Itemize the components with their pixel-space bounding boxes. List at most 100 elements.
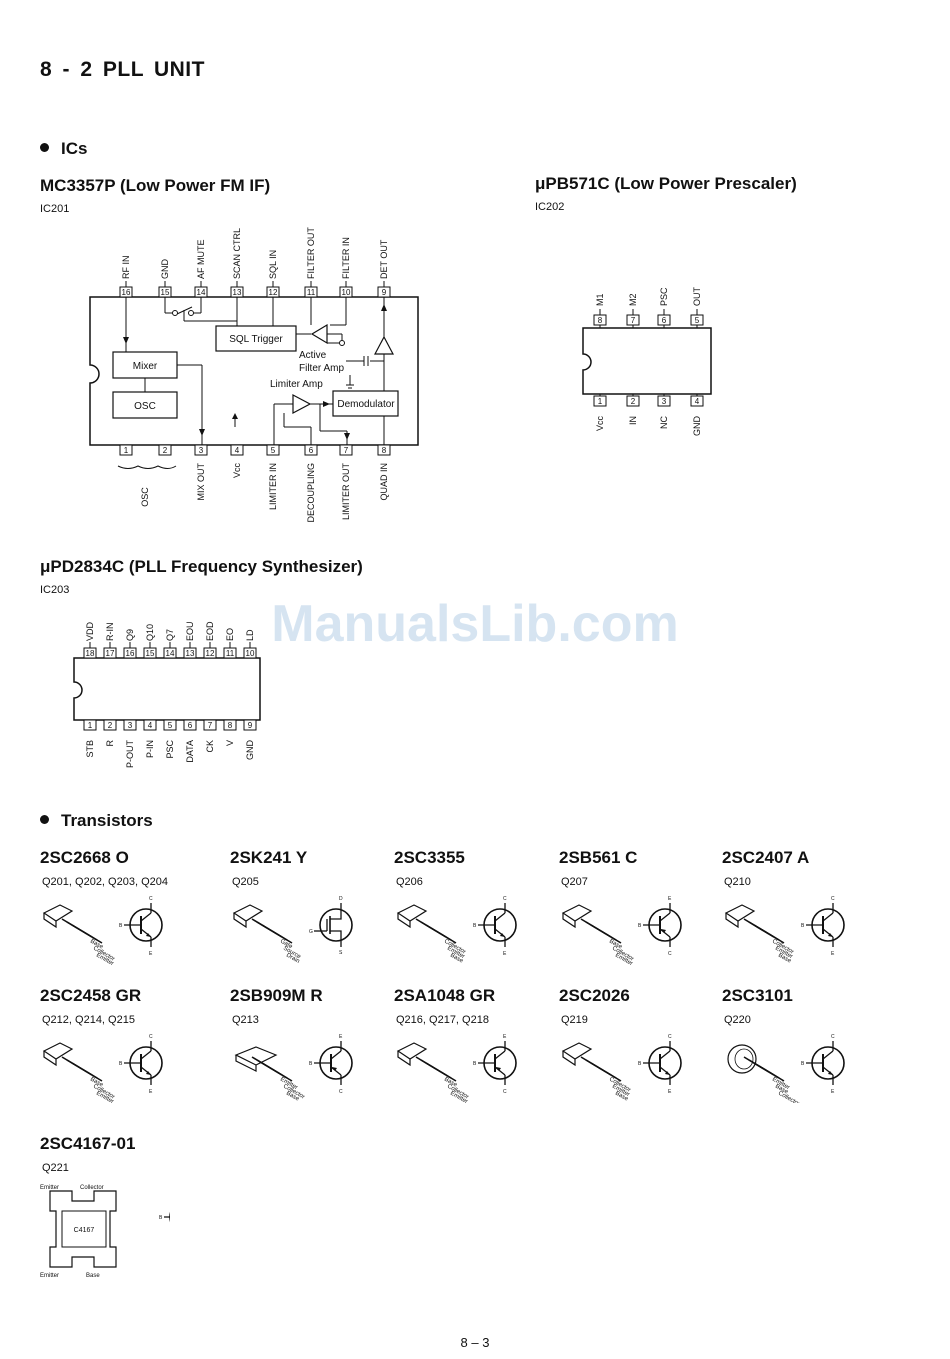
pin-label: IN	[628, 416, 638, 425]
pin-number: 7	[344, 446, 349, 455]
osc-pin-label: OSC	[140, 487, 150, 507]
pin-number: 6	[662, 316, 667, 325]
pin-label: M2	[628, 293, 638, 306]
can-package-icon	[727, 1044, 785, 1082]
osc-block-label: OSC	[134, 401, 156, 412]
pin-number: 6	[309, 446, 314, 455]
pin-label: M1	[595, 293, 605, 306]
pin-box	[203, 719, 217, 731]
terminal-letter: E	[149, 951, 153, 957]
terminal-letter: B	[119, 923, 123, 929]
pin-number: 5	[168, 721, 173, 730]
pin-number: 4	[148, 721, 153, 730]
pin-number: 2	[163, 446, 168, 455]
pin-box	[690, 314, 704, 326]
pin-label: DET OUT	[379, 239, 389, 279]
terminal-letter: B	[801, 923, 805, 929]
pin-number: 11	[307, 288, 316, 297]
pin-label: FILTER IN	[341, 237, 351, 279]
pin-box	[243, 647, 257, 659]
terminal-letter: E	[668, 896, 672, 902]
transistor-ref: Q221	[42, 1162, 69, 1174]
npn-symbol-icon	[806, 1041, 845, 1085]
transistor-ref: Q206	[396, 876, 423, 888]
pin-label: EOD	[205, 621, 215, 641]
pin-number: 3	[199, 446, 204, 455]
pin-number: 13	[233, 288, 242, 297]
terminal-letter: C	[503, 896, 507, 902]
terminal-letter: B	[473, 923, 477, 929]
pin-number: 14	[166, 649, 175, 658]
pin-label: LD	[245, 629, 255, 641]
npn-symbol-icon	[124, 903, 163, 947]
terminal-letter: E	[831, 1089, 835, 1095]
ics-heading: ICs	[40, 139, 87, 159]
active-filter-label-1: Active	[299, 350, 327, 361]
pin-number: 8	[382, 446, 387, 455]
pin-label: Q9	[125, 629, 135, 641]
ic203-title: μPD2834C (PLL Frequency Synthesizer)	[40, 557, 363, 576]
to92-package-icon	[561, 904, 622, 944]
pin-number: 9	[248, 721, 253, 730]
ic202-ref: IC202	[535, 201, 565, 213]
terminal-letter: E	[668, 1089, 672, 1095]
bullet-icon	[40, 143, 49, 153]
pin-label: R	[105, 740, 115, 747]
pin-label: SQL IN	[268, 250, 278, 279]
transistor-name: 2SC3355	[394, 848, 465, 867]
pin-number: 3	[128, 721, 133, 730]
transistor-ref: Q213	[232, 1014, 259, 1026]
transistor-ref: Q205	[232, 876, 259, 888]
pin-box	[690, 395, 704, 407]
transistors-heading-text: Transistors	[61, 811, 153, 830]
pin-box	[103, 719, 117, 731]
pin-number: 3	[662, 397, 667, 406]
pin-box	[103, 647, 117, 659]
terminal-letter: C	[831, 1034, 835, 1040]
pin-label: AF MUTE	[196, 240, 206, 280]
terminal-letter: E	[831, 951, 835, 957]
pin-box	[163, 719, 177, 731]
pin-number: 4	[695, 397, 700, 406]
transistor-name: 2SC3101	[722, 986, 793, 1005]
pin-box	[143, 719, 157, 731]
pin-label: Q10	[145, 624, 155, 641]
lead-label: Emitter	[40, 1273, 59, 1279]
pin-label: NC	[659, 416, 669, 429]
pin-box	[223, 647, 237, 659]
ic201-title: MC3357P (Low Power FM IF)	[40, 176, 271, 195]
terminal-letter: B	[638, 923, 642, 929]
transistor-name: 2SC2407 A	[722, 848, 810, 867]
terminal-letter: B	[159, 1215, 163, 1221]
pin-box	[183, 647, 197, 659]
pin-box	[243, 719, 257, 731]
pin-number: 10	[246, 649, 255, 658]
transistor-name: 2SB561 C	[559, 848, 638, 867]
transistor-ref: Q201, Q202, Q203, Q204	[42, 876, 168, 888]
transistor-name: 2SC2668 O	[40, 848, 129, 867]
pin-label: EO	[225, 628, 235, 641]
ics-heading-text: ICs	[61, 139, 88, 158]
pin-label: EOU	[185, 621, 195, 641]
pin-label: LIMITER OUT	[341, 463, 351, 521]
transistor-ref: Q210	[724, 876, 751, 888]
terminal-letter: E	[503, 951, 507, 957]
transistors-heading: Transistors	[40, 811, 153, 831]
pnp-symbol-icon	[478, 1041, 517, 1085]
pin-box	[203, 647, 217, 659]
pin-number: 17	[106, 649, 115, 658]
pin-label: P-OUT	[125, 740, 135, 769]
pin-number: 14	[197, 288, 206, 297]
pnp-symbol-icon	[314, 1041, 353, 1085]
transistor-name: 2SK241 Y	[230, 848, 308, 867]
pin-label: GND	[692, 416, 702, 437]
pin-number: 16	[126, 649, 135, 658]
